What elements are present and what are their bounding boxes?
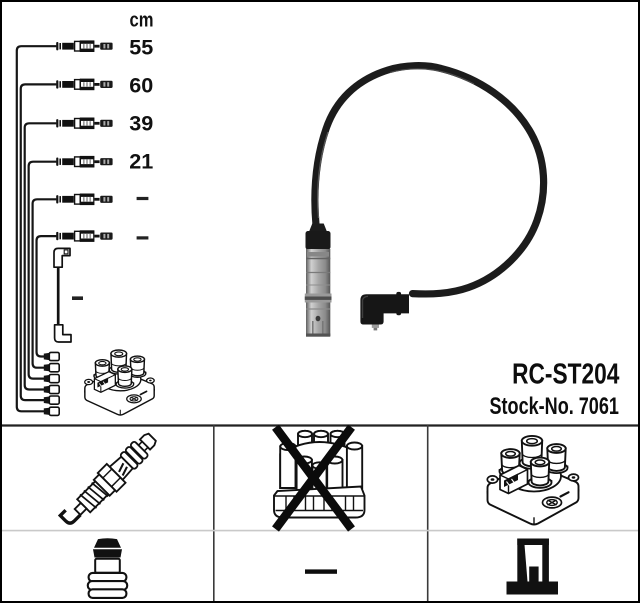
- svg-text:39: 39: [129, 110, 153, 135]
- svg-text:cm: cm: [130, 8, 154, 31]
- svg-text:21: 21: [129, 148, 153, 173]
- svg-text:55: 55: [129, 34, 153, 59]
- svg-text:60: 60: [129, 72, 153, 97]
- svg-text:RC-ST204: RC-ST204: [512, 357, 620, 390]
- svg-text:Stock-No. 7061: Stock-No. 7061: [490, 393, 619, 420]
